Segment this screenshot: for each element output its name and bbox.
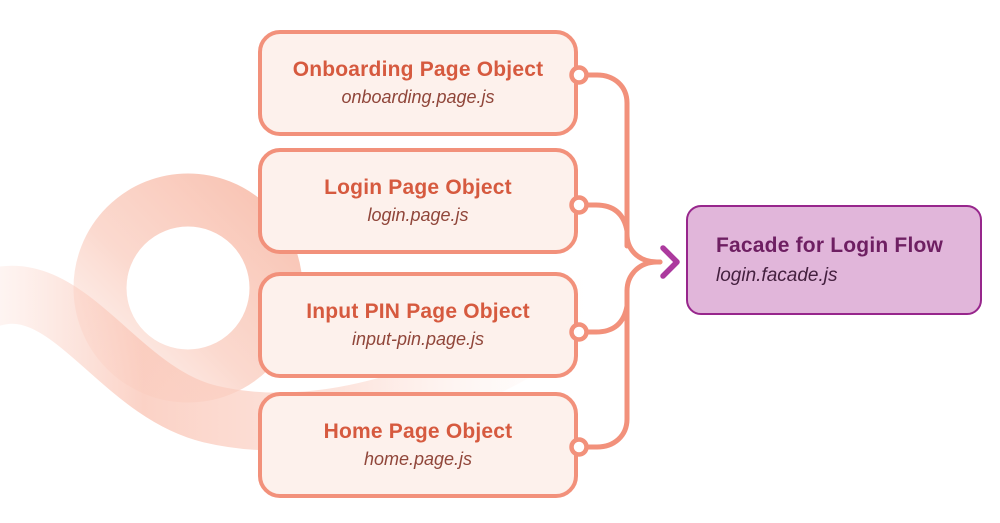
node-home-page-object: Home Page Object home.page.js xyxy=(258,392,578,498)
node-login-page-object: Login Page Object login.page.js xyxy=(258,148,578,254)
node-title: Onboarding Page Object xyxy=(292,58,544,82)
node-title: Input PIN Page Object xyxy=(306,300,530,324)
facade-title: Facade for Login Flow xyxy=(716,233,944,257)
node-title: Home Page Object xyxy=(323,420,513,444)
node-filename: onboarding.page.js xyxy=(341,87,495,108)
node-onboarding-page-object: Onboarding Page Object onboarding.page.j… xyxy=(258,30,578,136)
node-filename: login.page.js xyxy=(367,205,469,226)
node-input-pin-page-object: Input PIN Page Object input-pin.page.js xyxy=(258,272,578,378)
node-filename: home.page.js xyxy=(363,449,473,470)
node-title: Login Page Object xyxy=(324,176,512,200)
facade-filename: login.facade.js xyxy=(716,264,838,286)
node-facade-for-login-flow: Facade for Login Flow login.facade.js xyxy=(686,205,982,315)
node-filename: input-pin.page.js xyxy=(351,329,485,350)
